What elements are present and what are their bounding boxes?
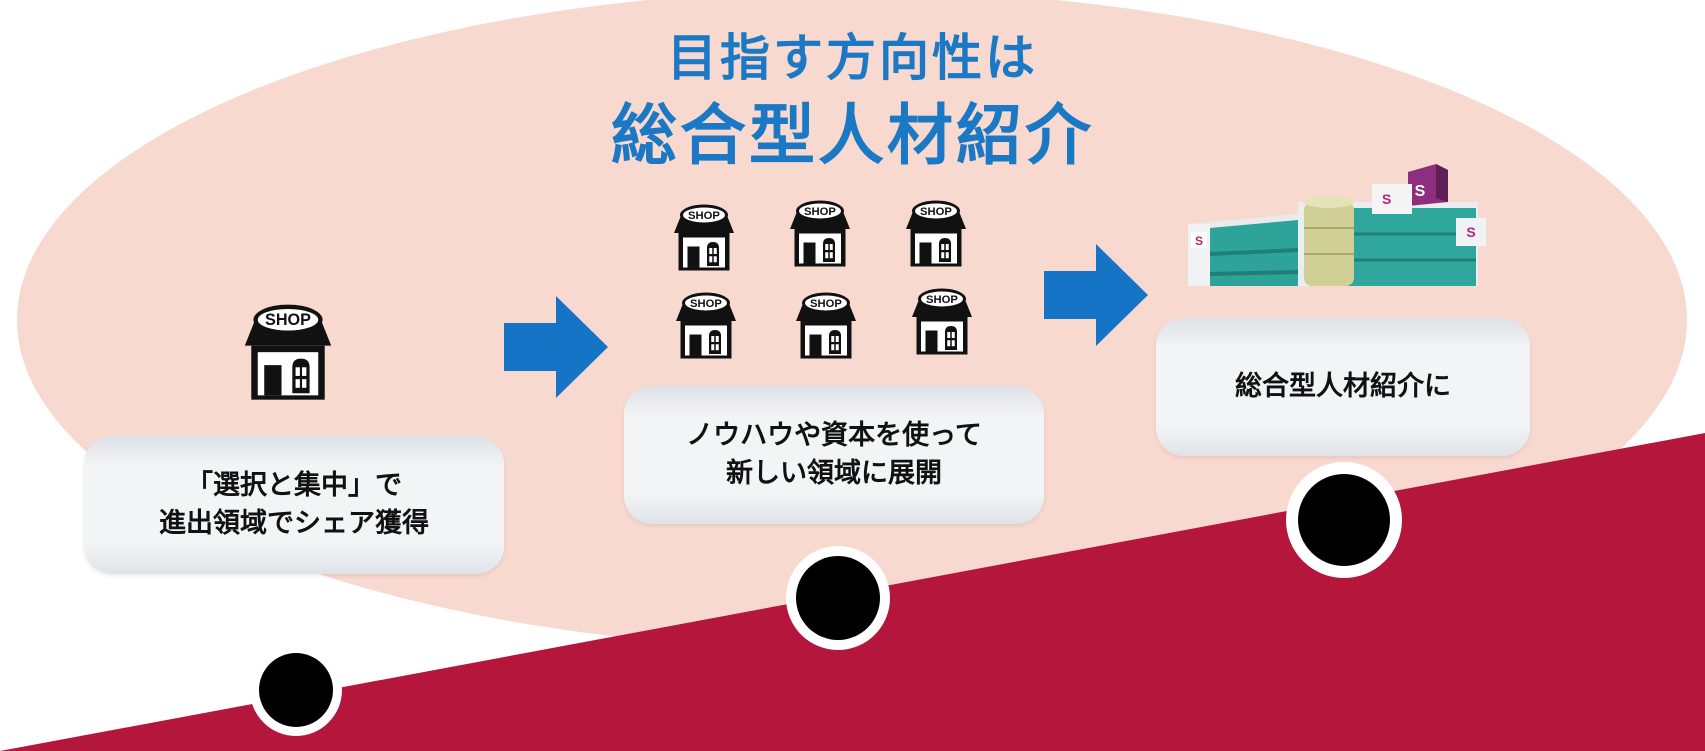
shop-label: SHOP	[920, 206, 952, 218]
shop-label: SHOP	[926, 294, 958, 306]
step-1-line-1: 「選択と集中」で	[186, 470, 402, 501]
step-card-2: ノウハウや資本を使って 新しい領域に展開	[624, 386, 1044, 524]
step-2-line-2: 新しい領域に展開	[726, 458, 942, 489]
shop-label: SHOP	[688, 210, 720, 222]
shop-label: SHOP	[810, 298, 842, 310]
step-card-1: 「選択と集中」で 進出領域でシェア獲得	[84, 436, 504, 574]
arrow-right-icon	[1044, 244, 1148, 346]
step-3-line-1: 総合型人材紹介に	[1235, 371, 1451, 402]
shop-icon: SHOP	[912, 288, 972, 355]
shop-label: SHOP	[690, 298, 722, 310]
shop-icon: SHOP	[244, 304, 332, 400]
shop-icon: SHOP	[906, 200, 966, 267]
milestone-dot-1	[259, 653, 333, 727]
title-line-1: 目指す方向性は	[667, 29, 1038, 87]
shop-icon: SHOP	[676, 292, 736, 359]
shop-icon: SHOP	[790, 200, 850, 267]
shop-icon: SHOP	[674, 204, 734, 271]
title-line-2: 総合型人材紹介	[611, 97, 1094, 174]
step-1-line-2: 進出領域でシェア獲得	[159, 508, 429, 539]
mall-sign-right: S	[1466, 224, 1475, 240]
step-2-line-1: ノウハウや資本を使って	[686, 420, 982, 451]
milestone-dot-2	[796, 556, 880, 640]
shop-label: SHOP	[265, 311, 311, 329]
mall-sign-center: S	[1382, 191, 1391, 207]
mall-sign-tower: S	[1415, 183, 1426, 200]
shop-label: SHOP	[804, 206, 836, 218]
arrow-right-icon	[504, 296, 608, 398]
shop-icon: SHOP	[796, 292, 856, 359]
step-card-3: 総合型人材紹介に	[1156, 318, 1530, 456]
mall-sign-left: S	[1195, 234, 1203, 248]
shopping-mall-icon: S S S S	[1188, 164, 1486, 286]
milestone-dot-3	[1298, 474, 1390, 566]
